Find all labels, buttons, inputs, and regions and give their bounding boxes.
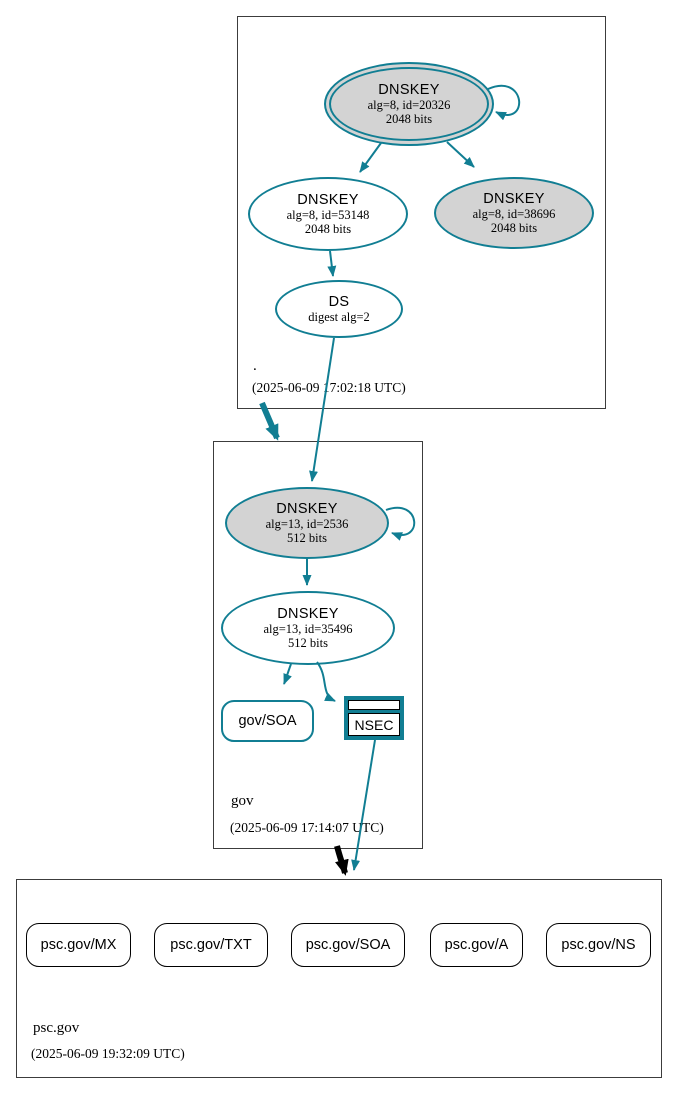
zone-timestamp-gov: (2025-06-09 17:14:07 UTC) xyxy=(230,820,384,835)
node-alg-id: alg=13, id=2536 xyxy=(265,517,349,532)
zone-timestamp-root: (2025-06-09 17:02:18 UTC) xyxy=(252,380,406,395)
zone-label-psc-gov: psc.gov xyxy=(33,1020,80,1036)
node-alg-id: alg=8, id=53148 xyxy=(286,208,370,223)
rrset-label: gov/SOA xyxy=(238,713,297,729)
node-title: DNSKEY xyxy=(378,81,440,98)
node-psc-gov-soa[interactable]: psc.gov/SOA xyxy=(291,923,405,967)
node-bits: 2048 bits xyxy=(490,221,538,236)
nsec-label: NSEC xyxy=(354,716,394,733)
node-digest-alg: digest alg=2 xyxy=(308,310,370,325)
node-root-dnskey-38696[interactable]: DNSKEY alg=8, id=38696 2048 bits xyxy=(434,177,594,249)
rrset-label: psc.gov/A xyxy=(444,937,509,953)
rrset-label: psc.gov/MX xyxy=(40,937,117,953)
zone-label-root: . xyxy=(253,358,257,374)
node-psc-gov-mx[interactable]: psc.gov/MX xyxy=(26,923,131,967)
node-gov-ksk-dnskey[interactable]: DNSKEY alg=13, id=2536 512 bits xyxy=(225,487,389,559)
node-bits: 512 bits xyxy=(288,636,328,651)
node-bits: 512 bits xyxy=(287,531,327,546)
node-bits: 2048 bits xyxy=(385,112,433,127)
node-title: DS xyxy=(328,293,350,310)
node-psc-gov-ns[interactable]: psc.gov/NS xyxy=(546,923,651,967)
node-alg-id: alg=8, id=20326 xyxy=(367,98,451,113)
zone-label-gov: gov xyxy=(231,793,254,809)
node-psc-gov-a[interactable]: psc.gov/A xyxy=(430,923,523,967)
zone-timestamp-psc-gov: (2025-06-09 19:32:09 UTC) xyxy=(31,1046,185,1061)
node-title: DNSKEY xyxy=(483,190,545,207)
rrset-label: psc.gov/SOA xyxy=(305,937,391,953)
nsec-empty-cell xyxy=(348,700,400,710)
node-bits: 2048 bits xyxy=(304,222,352,237)
node-gov-zsk-dnskey[interactable]: DNSKEY alg=13, id=35496 512 bits xyxy=(221,591,395,665)
zone-box-psc-gov xyxy=(16,879,662,1078)
node-ds[interactable]: DS digest alg=2 xyxy=(275,280,403,338)
node-root-zsk-dnskey[interactable]: DNSKEY alg=8, id=53148 2048 bits xyxy=(248,177,408,251)
node-gov-soa[interactable]: gov/SOA xyxy=(221,700,314,742)
node-title: DNSKEY xyxy=(276,500,338,517)
edge-delegation-gov-psc-gov xyxy=(334,845,349,876)
node-alg-id: alg=13, id=35496 xyxy=(263,622,353,637)
node-nsec[interactable]: NSEC xyxy=(344,696,404,740)
rrset-label: psc.gov/TXT xyxy=(170,937,252,953)
node-psc-gov-txt[interactable]: psc.gov/TXT xyxy=(154,923,268,967)
node-title: DNSKEY xyxy=(277,605,339,622)
nsec-label-cell: NSEC xyxy=(348,713,400,736)
node-root-ksk-dnskey[interactable]: DNSKEY alg=8, id=20326 2048 bits xyxy=(324,62,494,146)
node-alg-id: alg=8, id=38696 xyxy=(472,207,556,222)
node-title: DNSKEY xyxy=(297,191,359,208)
rrset-label: psc.gov/NS xyxy=(561,937,636,953)
